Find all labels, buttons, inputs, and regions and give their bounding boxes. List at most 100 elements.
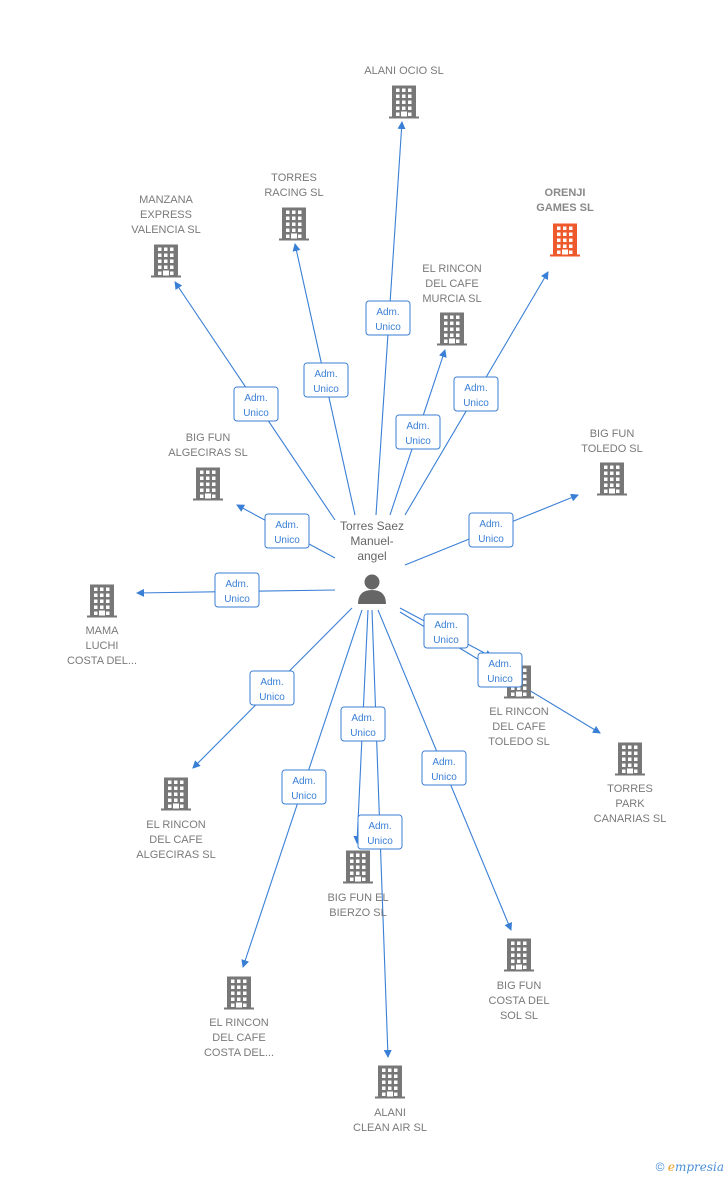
company-name-line: DEL CAFE (425, 278, 478, 290)
relation-label: Adm. (434, 620, 457, 631)
company-name-line: GAMES SL (536, 202, 594, 214)
company-name-line: MANZANA (139, 194, 193, 206)
relation-label: Unico (478, 534, 504, 545)
company-name[interactable]: ALANI OCIO SL (364, 65, 443, 77)
relation-box[interactable]: Adm.Unico (303, 362, 349, 398)
relation-box[interactable]: Adm.Unico (281, 769, 327, 805)
company-name-line: CLEAN AIR SL (353, 1122, 427, 1134)
company-name[interactable]: TORRES RACING SL (264, 172, 323, 199)
relation-box[interactable]: Adm.Unico (421, 750, 467, 786)
footer-brand[interactable]: © empresia (656, 1160, 724, 1174)
relation-box[interactable]: Adm. Unico (233, 386, 279, 422)
building-icon (161, 777, 191, 811)
copyright-symbol: © (655, 1160, 665, 1174)
relation-box[interactable]: Adm. Unico (395, 414, 441, 450)
company-node-bigfun-algeciras[interactable]: BIG FUN ALGECIRAS SL (168, 432, 248, 501)
company-name-line: VALENCIA SL (131, 224, 201, 236)
building-icon (597, 462, 627, 496)
building-icon (375, 1065, 405, 1099)
company-name-line: TORRES (271, 172, 317, 184)
company-name-line: DEL CAFE (492, 721, 545, 733)
company-node-alani-ocio[interactable]: ALANI OCIO SL (364, 65, 444, 119)
company-name-line: BIG FUN EL (327, 892, 388, 904)
building-icon (437, 312, 467, 346)
relation-label: Unico (224, 594, 250, 605)
company-name-line: SOL SL (500, 1010, 538, 1022)
relation-label: Unico (431, 772, 457, 783)
building-icon (504, 938, 534, 972)
company-name[interactable]: BIG FUN EL BIERZO SL (327, 892, 388, 919)
relation-label: Unico (259, 692, 285, 703)
relation-box[interactable]: Adm.Unico (477, 652, 523, 688)
relation-label: Unico (463, 398, 489, 409)
relation-label: Adm. (275, 520, 298, 531)
company-name-line: MAMA (86, 625, 120, 637)
relation-label: Adm. (406, 421, 429, 432)
relation-label: Adm. (368, 821, 391, 832)
relation-label: Unico (243, 408, 269, 419)
company-name-line: TORRES (607, 783, 653, 795)
building-icon (224, 976, 254, 1010)
company-name-line: DEL CAFE (149, 834, 202, 846)
company-name-line: PARK (615, 798, 645, 810)
relation-label: Unico (350, 728, 376, 739)
company-node-bigfun-bierzo[interactable]: BIG FUN EL BIERZO SL (327, 850, 389, 920)
company-name-line: TOLEDO SL (488, 736, 550, 748)
relation-label: Unico (375, 322, 401, 333)
person-icon (358, 574, 386, 604)
relation-box[interactable]: Adm.Unico (423, 613, 469, 649)
relation-label: Adm. (260, 677, 283, 688)
relation-label: Adm. (376, 307, 399, 318)
company-name[interactable]: BIG FUN ALGECIRAS SL (168, 432, 247, 459)
company-node-torres-racing[interactable]: TORRES RACING SL (264, 172, 324, 241)
company-name-line: MURCIA SL (422, 293, 481, 305)
relation-box[interactable]: Adm. Unico (468, 512, 514, 548)
relation-label: Adm. (488, 659, 511, 670)
relation-box[interactable]: Adm. Unico (365, 300, 411, 336)
company-name-line: ALGECIRAS SL (168, 447, 247, 459)
company-name-line: BIG FUN (497, 980, 542, 992)
relation-label: Adm. (244, 393, 267, 404)
relation-label: Adm. (479, 519, 502, 530)
relation-label: Unico (313, 384, 339, 395)
relation-box[interactable]: Adm.Unico (214, 572, 260, 608)
relation-box[interactable]: Adm. Unico (249, 670, 295, 706)
relation-label: Adm. (464, 383, 487, 394)
company-name-line: ALANI OCIO SL (364, 65, 443, 77)
relation-label: Unico (274, 535, 300, 546)
building-icon (279, 207, 309, 241)
building-icon (87, 584, 117, 618)
company-name-line: BIG FUN (186, 432, 231, 444)
relation-box[interactable]: Adm.Unico (340, 706, 386, 742)
relation-box[interactable]: Adm. Unico (264, 513, 310, 549)
relation-box[interactable]: Adm. Unico (453, 376, 499, 412)
relation-box[interactable]: Adm.Unico (357, 814, 403, 850)
company-name-line: RACING SL (264, 187, 323, 199)
relation-label: Unico (405, 436, 431, 447)
company-name-line: BIERZO SL (329, 907, 386, 919)
